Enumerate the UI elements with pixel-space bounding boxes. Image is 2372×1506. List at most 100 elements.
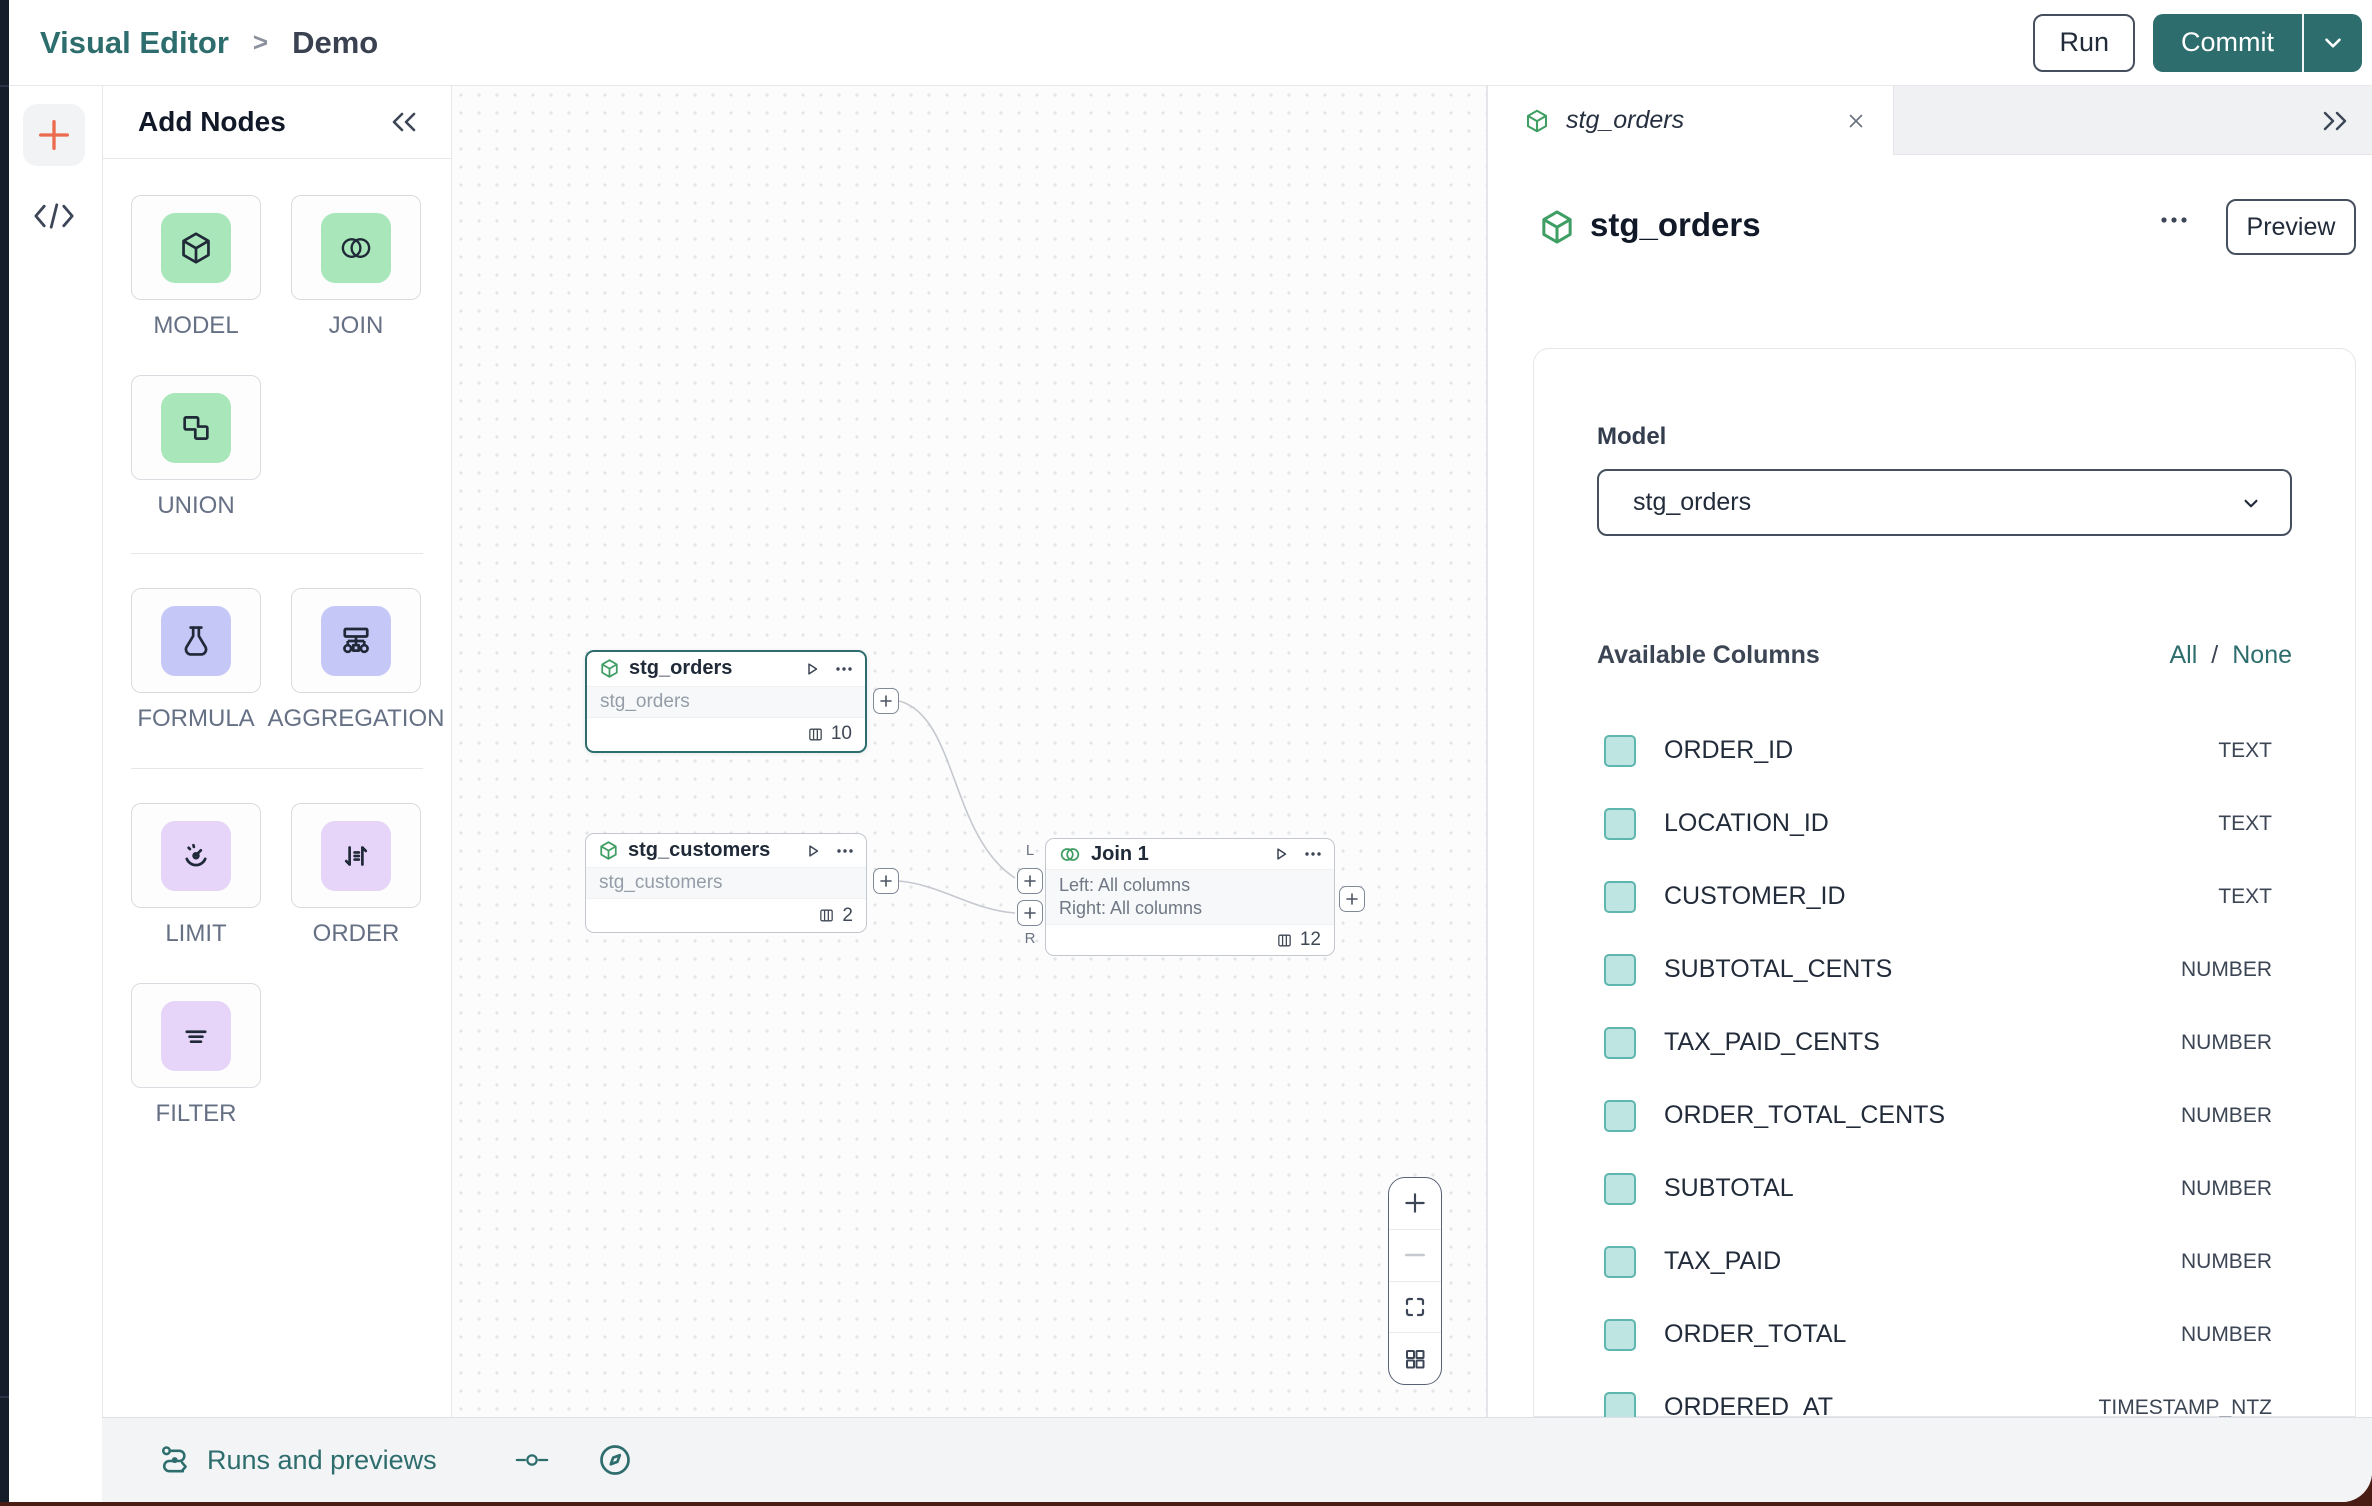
node-body: Left: All columns Right: All columns — [1046, 869, 1334, 925]
collapsed-sidebar-rail[interactable] — [0, 0, 9, 1502]
canvas-node-join-1[interactable]: Join 1 Left: All columns Right: All colu… — [1045, 838, 1335, 956]
inspector-tab-bar: stg_orders — [1488, 86, 2372, 155]
model-cube-icon — [161, 212, 231, 283]
column-checkbox[interactable] — [1604, 1245, 1636, 1278]
plus-icon — [1345, 892, 1359, 906]
column-checkbox[interactable] — [1604, 734, 1636, 767]
code-view-button[interactable] — [33, 201, 77, 231]
model-cube-icon — [598, 840, 619, 861]
join-right-port-label: R — [1024, 930, 1036, 947]
canvas-node-stg-customers[interactable]: stg_customers stg_customers 2 — [585, 833, 867, 933]
column-row: ORDER_ID TEXT — [1604, 714, 2292, 787]
edge-customers-to-join — [898, 880, 1016, 914]
canvas-node-stg-orders[interactable]: stg_orders stg_orders 10 — [585, 650, 867, 753]
runs-and-previews-button[interactable]: Runs and previews — [157, 1443, 437, 1477]
commit-dropdown-button[interactable] — [2302, 13, 2362, 72]
node-type-filter[interactable] — [131, 983, 261, 1088]
play-icon[interactable] — [1272, 845, 1290, 863]
dag-canvas[interactable]: stg_orders stg_orders 10 stg_customers — [452, 86, 1487, 1417]
column-row: ORDERED_AT TIMESTAMP_NTZ — [1604, 1371, 2292, 1444]
play-icon[interactable] — [803, 660, 821, 678]
tab-stg-orders[interactable]: stg_orders — [1488, 86, 1894, 155]
zoom-out-button[interactable] — [1389, 1228, 1441, 1281]
output-handle-stg-orders[interactable] — [873, 688, 899, 714]
node-column-count: 10 — [830, 723, 852, 745]
node-type-limit-label: LIMIT — [165, 920, 227, 947]
commit-split-button: Commit — [2153, 13, 2362, 72]
column-row: SUBTOTAL NUMBER — [1604, 1152, 2292, 1225]
chevron-down-icon — [2238, 490, 2264, 516]
ellipsis-icon[interactable] — [1304, 851, 1322, 857]
model-cube-icon — [1524, 108, 1550, 134]
column-type: TEXT — [2218, 811, 2272, 835]
expand-right-icon — [2318, 109, 2352, 133]
preview-button[interactable]: Preview — [2226, 199, 2356, 255]
node-type-join[interactable] — [291, 195, 421, 300]
node-title: Join 1 — [1091, 842, 1149, 865]
model-select-value: stg_orders — [1633, 488, 1752, 516]
sort-arrows-icon — [321, 820, 391, 891]
runs-and-previews-label: Runs and previews — [207, 1444, 437, 1475]
model-select[interactable]: stg_orders — [1597, 469, 2292, 536]
column-checkbox[interactable] — [1604, 953, 1636, 986]
output-handle-stg-customers[interactable] — [873, 868, 899, 894]
column-checkbox[interactable] — [1604, 1172, 1636, 1205]
ellipsis-icon[interactable] — [2160, 216, 2188, 224]
column-type: NUMBER — [2180, 957, 2272, 981]
compass-icon[interactable] — [597, 1442, 633, 1478]
select-all-link[interactable]: All — [2169, 641, 2198, 669]
node-header: Join 1 — [1046, 839, 1334, 869]
node-type-limit[interactable] — [131, 803, 261, 908]
plus-icon — [1023, 874, 1037, 888]
ellipsis-icon[interactable] — [836, 848, 854, 854]
grid-icon — [1403, 1347, 1427, 1371]
join-circles-icon — [321, 212, 391, 283]
edge-orders-to-join — [898, 700, 1016, 879]
node-type-aggregation[interactable] — [291, 588, 421, 693]
columns-list: ORDER_ID TEXT LOCATION_ID TEXT CUSTOMER_… — [1604, 714, 2292, 1444]
collapse-panel-button[interactable] — [387, 110, 421, 134]
close-icon[interactable] — [1845, 110, 1867, 132]
commit-node-icon[interactable] — [512, 1446, 552, 1474]
node-config-card: Model stg_orders Available Columns All /… — [1533, 348, 2356, 1424]
expand-panel-button[interactable] — [2318, 86, 2352, 155]
add-node-button[interactable] — [23, 104, 85, 166]
select-none-link[interactable]: None — [2232, 641, 2292, 669]
node-type-union-label: UNION — [157, 492, 235, 519]
auto-layout-button[interactable] — [1389, 1332, 1441, 1384]
zoom-in-button[interactable] — [1389, 1178, 1441, 1229]
join-right-input-handle[interactable] — [1017, 900, 1043, 926]
collapse-left-icon — [387, 110, 421, 134]
column-checkbox[interactable] — [1604, 1099, 1636, 1132]
available-columns-header: Available Columns All / None — [1597, 641, 2292, 670]
fit-view-button[interactable] — [1389, 1280, 1441, 1333]
commit-button[interactable]: Commit — [2181, 27, 2274, 57]
column-checkbox[interactable] — [1604, 807, 1636, 840]
run-button[interactable]: Run — [2033, 13, 2135, 72]
chevron-down-icon — [2320, 30, 2346, 56]
column-checkbox[interactable] — [1604, 1026, 1636, 1059]
header-actions: Run Commit — [2033, 13, 2372, 72]
flask-icon — [161, 605, 231, 676]
join-left-port-label: L — [1025, 842, 1035, 859]
node-type-model[interactable] — [131, 195, 261, 300]
union-squares-icon — [161, 392, 231, 463]
play-icon[interactable] — [804, 842, 822, 860]
column-type: NUMBER — [2180, 1176, 2272, 1200]
plus-icon — [34, 115, 74, 155]
plus-icon — [1023, 906, 1037, 920]
add-nodes-header: Add Nodes — [103, 86, 451, 159]
column-checkbox[interactable] — [1604, 880, 1636, 913]
ellipsis-icon[interactable] — [835, 666, 853, 672]
node-type-order[interactable] — [291, 803, 421, 908]
node-subtitle: stg_customers — [599, 872, 723, 893]
node-body: stg_orders — [587, 685, 865, 718]
join-left-input-handle[interactable] — [1017, 868, 1043, 894]
node-type-formula[interactable] — [131, 588, 261, 693]
node-type-union[interactable] — [131, 375, 261, 480]
column-checkbox[interactable] — [1604, 1318, 1636, 1351]
breadcrumb-visual-editor[interactable]: Visual Editor — [40, 24, 229, 60]
node-column-count: 2 — [842, 904, 853, 926]
output-handle-join[interactable] — [1339, 886, 1365, 912]
